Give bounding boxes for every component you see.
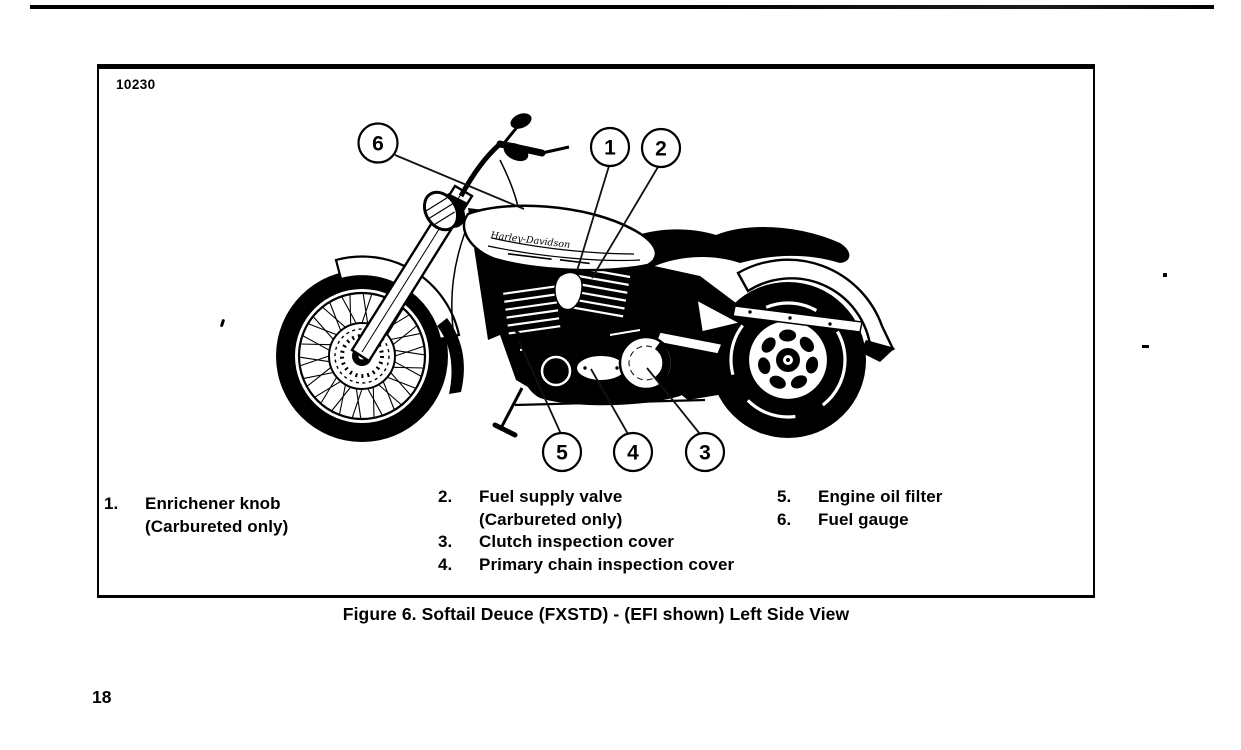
legend-number: 3. xyxy=(438,532,453,551)
legend-item-4: 4. Primary chain inspection cover xyxy=(438,554,734,577)
legend-text: (Carbureted only) xyxy=(479,509,623,529)
legend-text: Engine oil filter xyxy=(818,487,943,506)
legend-number: 5. xyxy=(777,487,792,506)
legend-item-3: 3. Clutch inspection cover xyxy=(438,531,734,554)
legend-text: Enrichener knob xyxy=(145,494,281,513)
legend-number: 2. xyxy=(438,487,453,506)
legend-number: 4. xyxy=(438,554,453,574)
legend-column-3: 5. Engine oil filter 6. Fuel gauge xyxy=(777,486,943,531)
legend-item-1: 1. Enrichener knob (Carbureted only) xyxy=(104,493,288,538)
scan-artifact-dash xyxy=(1142,345,1149,348)
legend-text: (Carbureted only) xyxy=(145,516,289,536)
legend-number: 1. xyxy=(104,494,119,513)
figure-caption: Figure 6. Softail Deuce (FXSTD) - (EFI s… xyxy=(342,604,850,624)
legend-number: 6. xyxy=(777,509,792,529)
legend-text: Fuel supply valve xyxy=(479,487,623,506)
legend-item-6: 6. Fuel gauge xyxy=(777,509,943,532)
figure-image-id: 10230 xyxy=(116,77,156,92)
scan-artifact-dot xyxy=(1163,273,1167,277)
scan-artifact-top-line xyxy=(30,5,1214,9)
legend-text: Primary chain inspection cover xyxy=(479,554,735,574)
legend-column-1: 1. Enrichener knob (Carbureted only) xyxy=(104,493,288,538)
page-number: 18 xyxy=(92,687,112,707)
legend-item-2: 2. Fuel supply valve (Carbureted only) xyxy=(438,486,734,531)
legend-column-2: 2. Fuel supply valve (Carbureted only) 3… xyxy=(438,486,734,576)
legend-text: Clutch inspection cover xyxy=(479,532,675,551)
legend-item-5: 5. Engine oil filter xyxy=(777,486,943,509)
legend-text: Fuel gauge xyxy=(818,509,909,529)
